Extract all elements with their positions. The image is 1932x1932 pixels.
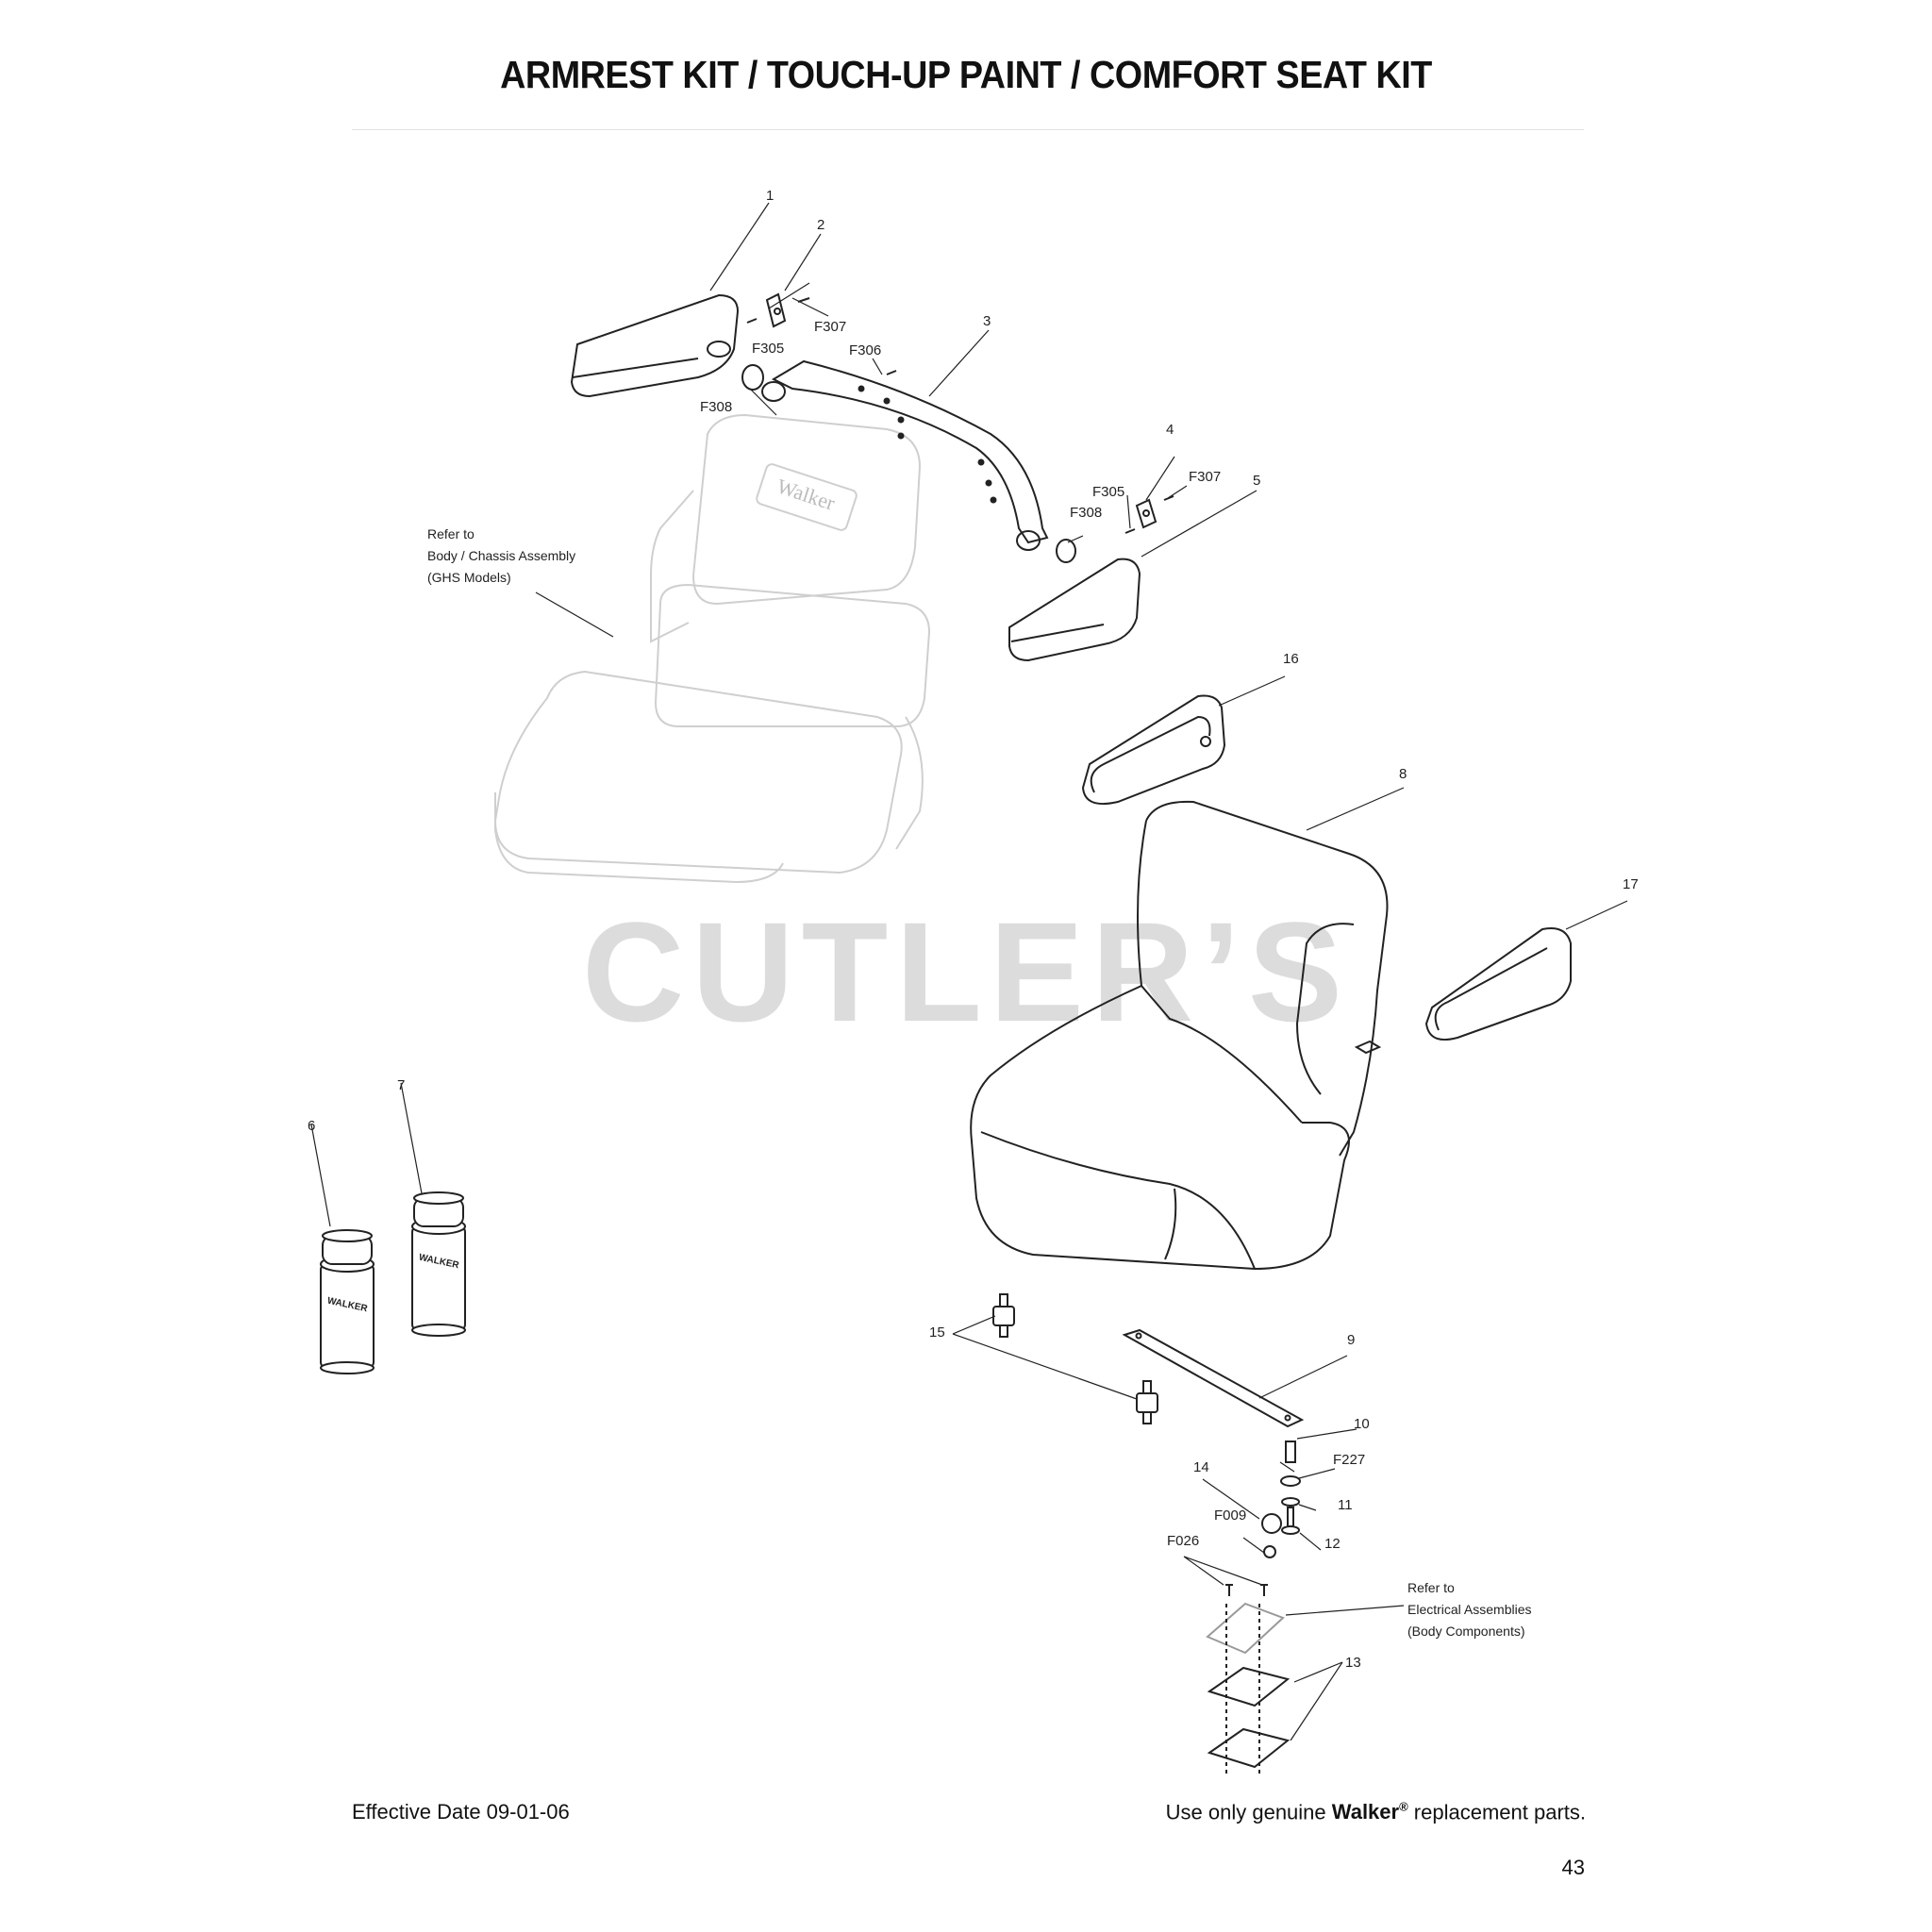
callout-14: 14 — [1193, 1459, 1209, 1475]
callout-10: 10 — [1354, 1416, 1370, 1432]
paint-can-7 — [411, 1191, 466, 1337]
armrest-left — [570, 293, 740, 398]
note-electrical: Refer to Electrical Assemblies (Body Com… — [1407, 1580, 1532, 1639]
callout-f305-a: F305 — [752, 341, 784, 357]
armrest-16 — [1081, 694, 1226, 806]
brand-name: Walker — [1331, 1800, 1400, 1824]
callout-f026: F026 — [1167, 1533, 1199, 1549]
armrest-right — [1008, 558, 1141, 662]
note-line: Body / Chassis Assembly — [427, 548, 575, 563]
genuine-parts-notice: Use only genuine Walker® replacement par… — [1166, 1800, 1586, 1824]
callout-17: 17 — [1623, 876, 1639, 892]
callout-3: 3 — [983, 313, 991, 329]
callout-1: 1 — [766, 188, 774, 204]
leader-lines — [310, 202, 1628, 1741]
callout-12: 12 — [1324, 1536, 1341, 1552]
note-line: Refer to — [1407, 1580, 1455, 1595]
note-line: Electrical Assemblies — [1407, 1602, 1532, 1617]
callout-8: 8 — [1399, 766, 1407, 782]
title-divider — [352, 129, 1584, 130]
seat-logo-text: Walker — [774, 475, 839, 515]
callout-15: 15 — [929, 1324, 945, 1341]
note-line: (Body Components) — [1407, 1624, 1525, 1639]
paint-can-6 — [320, 1229, 375, 1374]
notice-brand: Walker® — [1332, 1800, 1408, 1824]
watermark: CUTLER’S — [582, 892, 1350, 1051]
callout-13: 13 — [1345, 1655, 1361, 1671]
armrest-hardware — [741, 292, 1174, 563]
callout-5: 5 — [1253, 473, 1260, 489]
callout-labels: 1 2 3 4 5 6 7 8 9 10 11 12 13 14 15 16 1… — [308, 188, 1639, 1671]
callout-7: 7 — [397, 1077, 405, 1093]
note-line: Refer to — [427, 526, 475, 541]
callout-f308-a: F308 — [700, 399, 732, 415]
effective-date: Effective Date 09-01-06 — [352, 1800, 570, 1824]
callout-f308-b: F308 — [1070, 505, 1102, 521]
page-title: ARMREST KIT / TOUCH-UP PAINT / COMFORT S… — [500, 53, 1432, 96]
callout-11: 11 — [1338, 1497, 1353, 1513]
callout-6: 6 — [308, 1118, 315, 1134]
note-body-chassis: Refer to Body / Chassis Assembly (GHS Mo… — [427, 526, 575, 585]
seat-logo-badge — [756, 463, 858, 531]
armrest-17 — [1424, 927, 1572, 1041]
callout-f305-b: F305 — [1092, 484, 1124, 500]
registered-mark: ® — [1399, 1800, 1408, 1814]
note-line: (GHS Models) — [427, 570, 511, 585]
notice-text-post: replacement parts. — [1407, 1800, 1586, 1824]
callout-f307-b: F307 — [1189, 469, 1221, 485]
seat-hardware — [992, 1293, 1305, 1774]
callout-16: 16 — [1283, 651, 1299, 667]
callout-9: 9 — [1347, 1332, 1355, 1348]
comfort-seat — [970, 800, 1389, 1271]
ghs-seat-reference — [493, 413, 931, 884]
notice-text-pre: Use only genuine — [1165, 1800, 1332, 1824]
callout-f009: F009 — [1214, 1507, 1246, 1524]
callout-f306: F306 — [849, 342, 881, 358]
callout-f307-a: F307 — [814, 319, 846, 335]
callout-f227: F227 — [1333, 1452, 1365, 1468]
page-number: 43 — [1561, 1856, 1585, 1879]
callout-2: 2 — [817, 217, 824, 233]
callout-4: 4 — [1166, 422, 1174, 438]
armrest-bracket — [761, 359, 1049, 551]
